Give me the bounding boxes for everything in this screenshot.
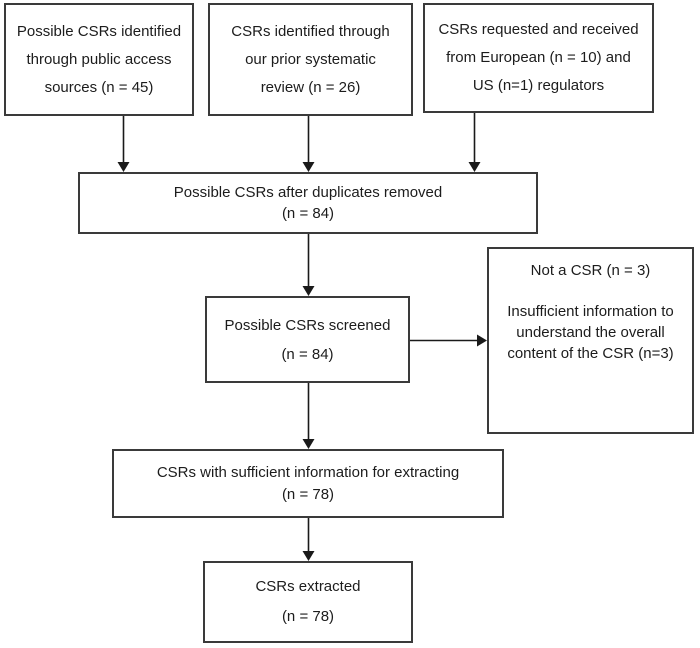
- node-text-line: through public access: [26, 50, 172, 68]
- node-text-line: (n = 84): [281, 205, 335, 222]
- arrow-regulators-to-duplicates: [468, 113, 481, 172]
- node-text-line: CSRs requested and received: [438, 21, 639, 38]
- arrow-screened-to-excluded: [410, 334, 487, 347]
- node-text-line: US (n=1) regulators: [472, 77, 605, 94]
- node-text-line: CSRs identified through: [231, 22, 390, 40]
- node-text-line: from European (n = 10) and: [446, 49, 631, 66]
- node-text-line: (n = 84): [281, 345, 334, 363]
- arrow-duplicates-to-screened: [302, 234, 315, 296]
- node-text-line: Not a CSR (n = 3): [530, 262, 651, 279]
- node-public-access-sources: Possible CSRs identified through public …: [4, 3, 194, 116]
- node-screened: Possible CSRs screened (n = 84): [205, 296, 410, 383]
- node-duplicates-removed: Possible CSRs after duplicates removed (…: [78, 172, 538, 234]
- node-regulator-requests: CSRs requested and received from Europea…: [423, 3, 654, 113]
- arrow-public-access-to-duplicates: [117, 116, 130, 172]
- node-text-line: our prior systematic: [245, 50, 376, 68]
- arrow-prior-review-to-duplicates: [302, 116, 315, 172]
- node-text-line: Possible CSRs after duplicates removed: [173, 184, 443, 201]
- arrow-screened-to-sufficient: [302, 383, 315, 449]
- node-text-line: Possible CSRs identified: [16, 22, 182, 40]
- node-text-line: content of the CSR (n=3): [507, 345, 674, 362]
- node-text-line: CSRs with sufficient information for ext…: [156, 463, 460, 481]
- node-text-line: (n = 78): [281, 608, 335, 625]
- node-excluded: Not a CSR (n = 3) Insufficient informati…: [487, 247, 694, 434]
- paragraph-gap: [489, 281, 692, 301]
- node-text-line: CSRs extracted: [255, 578, 361, 595]
- node-text-line: Insufficient information to: [507, 303, 674, 320]
- node-text-line: review (n = 26): [260, 78, 361, 96]
- node-extracted: CSRs extracted (n = 78): [203, 561, 413, 643]
- node-text-line: sources (n = 45): [44, 78, 154, 96]
- node-sufficient-information: CSRs with sufficient information for ext…: [112, 449, 504, 518]
- node-prior-systematic-review: CSRs identified through our prior system…: [208, 3, 413, 116]
- node-text-line: (n = 78): [281, 485, 335, 503]
- node-text-line: Possible CSRs screened: [224, 316, 391, 334]
- arrow-sufficient-to-extracted: [302, 518, 315, 561]
- node-text-line: understand the overall: [516, 324, 665, 341]
